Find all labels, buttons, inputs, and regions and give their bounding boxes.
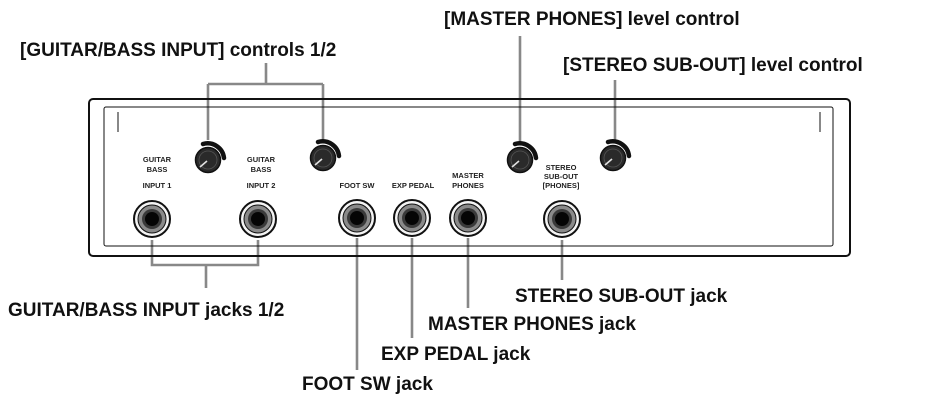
label-stereo-line2: SUB-OUT bbox=[544, 172, 579, 181]
label-input2-line1: GUITAR bbox=[247, 155, 276, 164]
label-exp-pedal: EXP PEDAL bbox=[392, 181, 435, 190]
input2-level-knob[interactable] bbox=[309, 139, 342, 172]
panel-outer-frame bbox=[88, 98, 851, 257]
label-input1-line3: INPUT 1 bbox=[143, 181, 172, 190]
stereo-sub-out-level-knob[interactable] bbox=[599, 139, 632, 172]
callout-stereo-sub-out-jack: STEREO SUB-OUT jack bbox=[515, 286, 728, 307]
callout-guitar-bass-input-controls: [GUITAR/BASS INPUT] controls 1/2 bbox=[20, 40, 336, 61]
callout-exp-pedal-jack: EXP PEDAL jack bbox=[381, 344, 531, 365]
callout-master-phones-level-control: [MASTER PHONES] level control bbox=[444, 9, 740, 30]
label-input1-line2: BASS bbox=[147, 165, 168, 174]
callout-foot-sw-jack: FOOT SW jack bbox=[302, 374, 433, 395]
stereo-sub-out-jack[interactable] bbox=[543, 200, 581, 238]
label-input1-line1: GUITAR bbox=[143, 155, 172, 164]
panel-labels: GUITAR BASS INPUT 1 GUITAR BASS INPUT 2 … bbox=[143, 155, 580, 190]
leader-input-jacks bbox=[150, 240, 260, 288]
callout-stereo-sub-out-level-control: [STEREO SUB-OUT] level control bbox=[563, 55, 863, 76]
input1-jack[interactable] bbox=[133, 200, 171, 238]
callout-master-phones-jack: MASTER PHONES jack bbox=[428, 314, 636, 335]
label-input2-line3: INPUT 2 bbox=[247, 181, 276, 190]
panel-inner-frame bbox=[103, 106, 834, 247]
input2-jack[interactable] bbox=[239, 200, 277, 238]
callout-guitar-bass-input-jacks: GUITAR/BASS INPUT jacks 1/2 bbox=[8, 300, 284, 321]
leader-lines bbox=[150, 36, 617, 370]
exp-pedal-jack[interactable] bbox=[393, 199, 431, 237]
label-stereo-line3: [PHONES] bbox=[543, 181, 580, 190]
master-phones-level-knob[interactable] bbox=[506, 141, 539, 174]
label-master-line2: PHONES bbox=[452, 181, 484, 190]
rear-panel bbox=[88, 98, 851, 257]
label-foot-sw: FOOT SW bbox=[340, 181, 376, 190]
foot-sw-jack[interactable] bbox=[338, 199, 376, 237]
input1-level-knob[interactable] bbox=[194, 141, 227, 174]
label-input2-line2: BASS bbox=[251, 165, 272, 174]
label-stereo-line1: STEREO bbox=[546, 163, 577, 172]
label-master-line1: MASTER bbox=[452, 171, 484, 180]
master-phones-jack[interactable] bbox=[449, 199, 487, 237]
leader-input-controls bbox=[206, 63, 325, 142]
